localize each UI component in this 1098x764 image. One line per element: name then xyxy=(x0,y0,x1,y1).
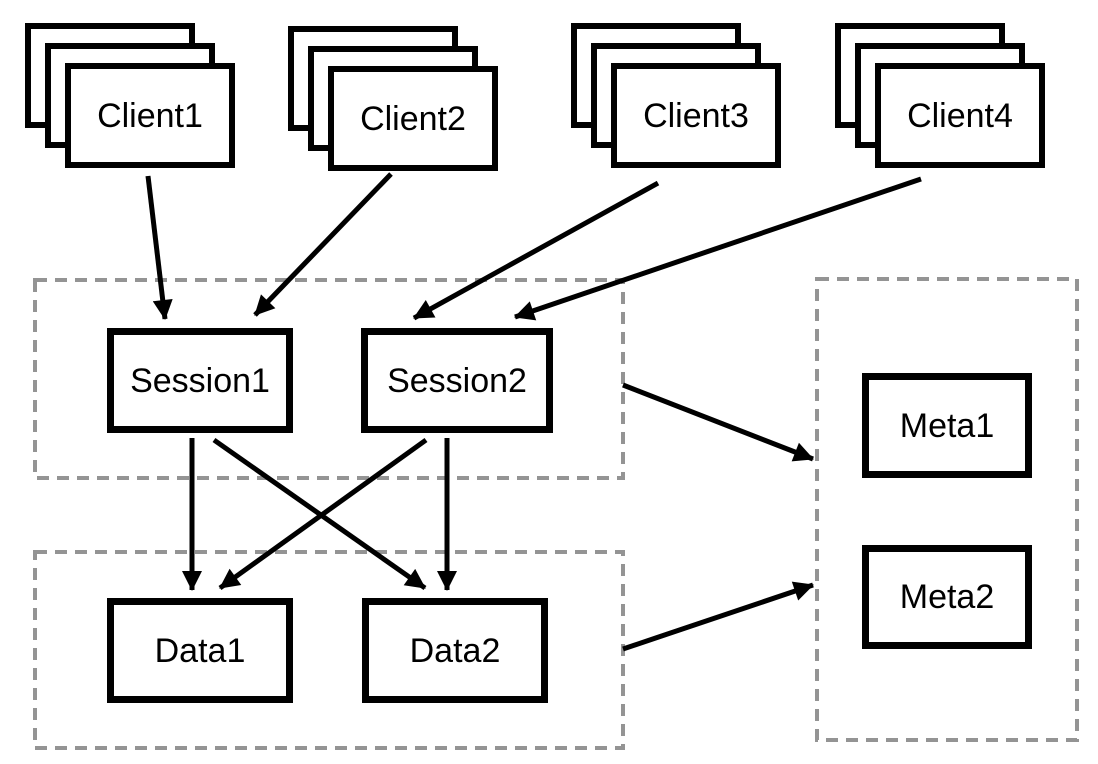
stack-layer-front: Client4 xyxy=(875,63,1045,168)
arrow-client3-to-session2 xyxy=(412,180,660,321)
client3-label: Client3 xyxy=(643,96,749,135)
data-group-border xyxy=(33,550,625,750)
session1-node: Session1 xyxy=(107,328,293,433)
arrow-data-group-to-meta2 xyxy=(622,581,814,652)
arrow-client4-to-session2 xyxy=(514,176,922,321)
client1-stack: Client1 xyxy=(25,23,237,170)
data1-node: Data1 xyxy=(107,598,293,703)
arrow-session2-to-data1 xyxy=(218,437,428,591)
stack-layer-front: Client1 xyxy=(65,63,235,168)
data2-label: Data2 xyxy=(409,631,501,670)
stack-layer-front: Client2 xyxy=(328,66,498,171)
client4-label: Client4 xyxy=(907,96,1013,135)
client2-label: Client2 xyxy=(360,99,466,138)
meta1-label: Meta1 xyxy=(899,406,995,445)
session-group-border xyxy=(33,278,625,480)
client3-stack: Client3 xyxy=(571,23,783,170)
client2-stack: Client2 xyxy=(288,26,500,173)
meta1-node: Meta1 xyxy=(862,373,1032,478)
meta2-label: Meta2 xyxy=(899,578,995,616)
session2-label: Session2 xyxy=(387,361,527,400)
client1-label: Client1 xyxy=(97,96,203,135)
meta2-node: Meta2 xyxy=(862,545,1032,649)
arrow-client1-to-session1 xyxy=(145,175,173,320)
session1-label: Session1 xyxy=(130,361,270,400)
stack-layer-front: Client3 xyxy=(611,63,781,168)
arrow-session-group-to-meta1 xyxy=(622,382,814,462)
data1-label: Data1 xyxy=(154,631,246,670)
meta-group-border xyxy=(815,277,1079,742)
client4-stack: Client4 xyxy=(835,23,1047,170)
session2-node: Session2 xyxy=(361,328,553,433)
arrow-client2-to-session1 xyxy=(253,172,393,317)
data2-node: Data2 xyxy=(362,598,548,703)
